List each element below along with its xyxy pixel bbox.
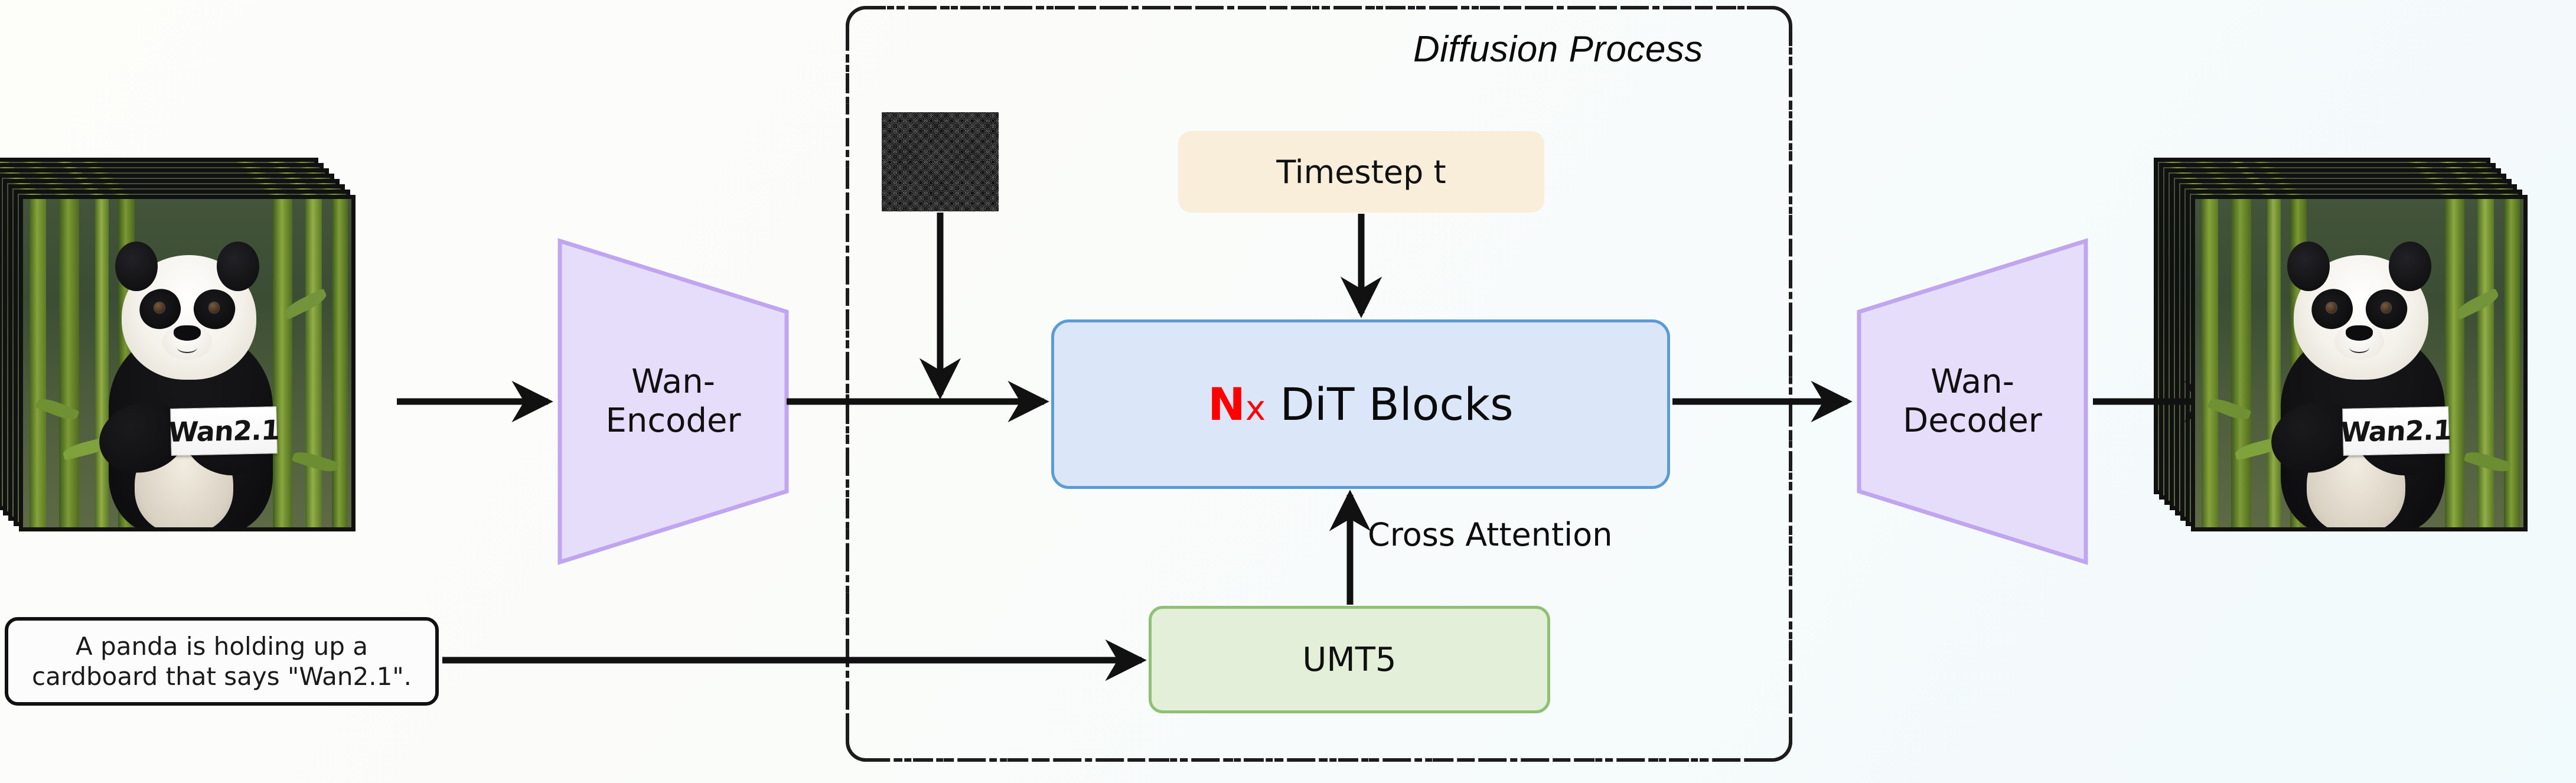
prompt-line-2: cardboard that says "Wan2.1".: [32, 662, 412, 691]
output-frame-stack: Wan2.1: [2154, 158, 2563, 573]
dit-times-symbol: x: [1245, 388, 1266, 428]
wan-decoder[interactable]: Wan- Decoder: [1854, 236, 2091, 567]
dit-blocks-box[interactable]: Nx DiT Blocks: [1051, 319, 1670, 489]
panda-illustration: Wan2.1: [23, 199, 351, 527]
video-frame: Wan2.1: [2191, 195, 2528, 531]
panda-sign-text: Wan2.1: [2339, 413, 2453, 448]
panda-sign: Wan2.1: [2339, 406, 2453, 456]
timestep-label: Timestep t: [1276, 153, 1446, 191]
panda-illustration: Wan2.1: [2195, 199, 2523, 527]
prompt-box[interactable]: A panda is holding up a cardboard that s…: [5, 617, 439, 706]
panda-sign: Wan2.1: [167, 406, 281, 456]
dit-label: DiT Blocks: [1280, 378, 1514, 430]
dit-repeat-count: N: [1208, 378, 1245, 430]
cross-attention-label: Cross Attention: [1368, 516, 1613, 553]
video-frame: Wan2.1: [19, 195, 356, 531]
umt5-label: UMT5: [1302, 640, 1397, 679]
diffusion-process-label: Diffusion Process: [1413, 29, 1703, 70]
wan-encoder[interactable]: Wan- Encoder: [555, 236, 791, 567]
panda-sign-text: Wan2.1: [167, 413, 281, 448]
timestep-box[interactable]: Timestep t: [1178, 131, 1544, 213]
encoder-trapezoid: [557, 238, 789, 565]
decoder-trapezoid: [1857, 238, 2088, 565]
input-frame-stack: Wan2.1: [0, 158, 391, 573]
gaussian-noise-patch: [882, 112, 999, 211]
prompt-line-1: A panda is holding up a: [75, 631, 369, 661]
umt5-box[interactable]: UMT5: [1149, 606, 1550, 713]
